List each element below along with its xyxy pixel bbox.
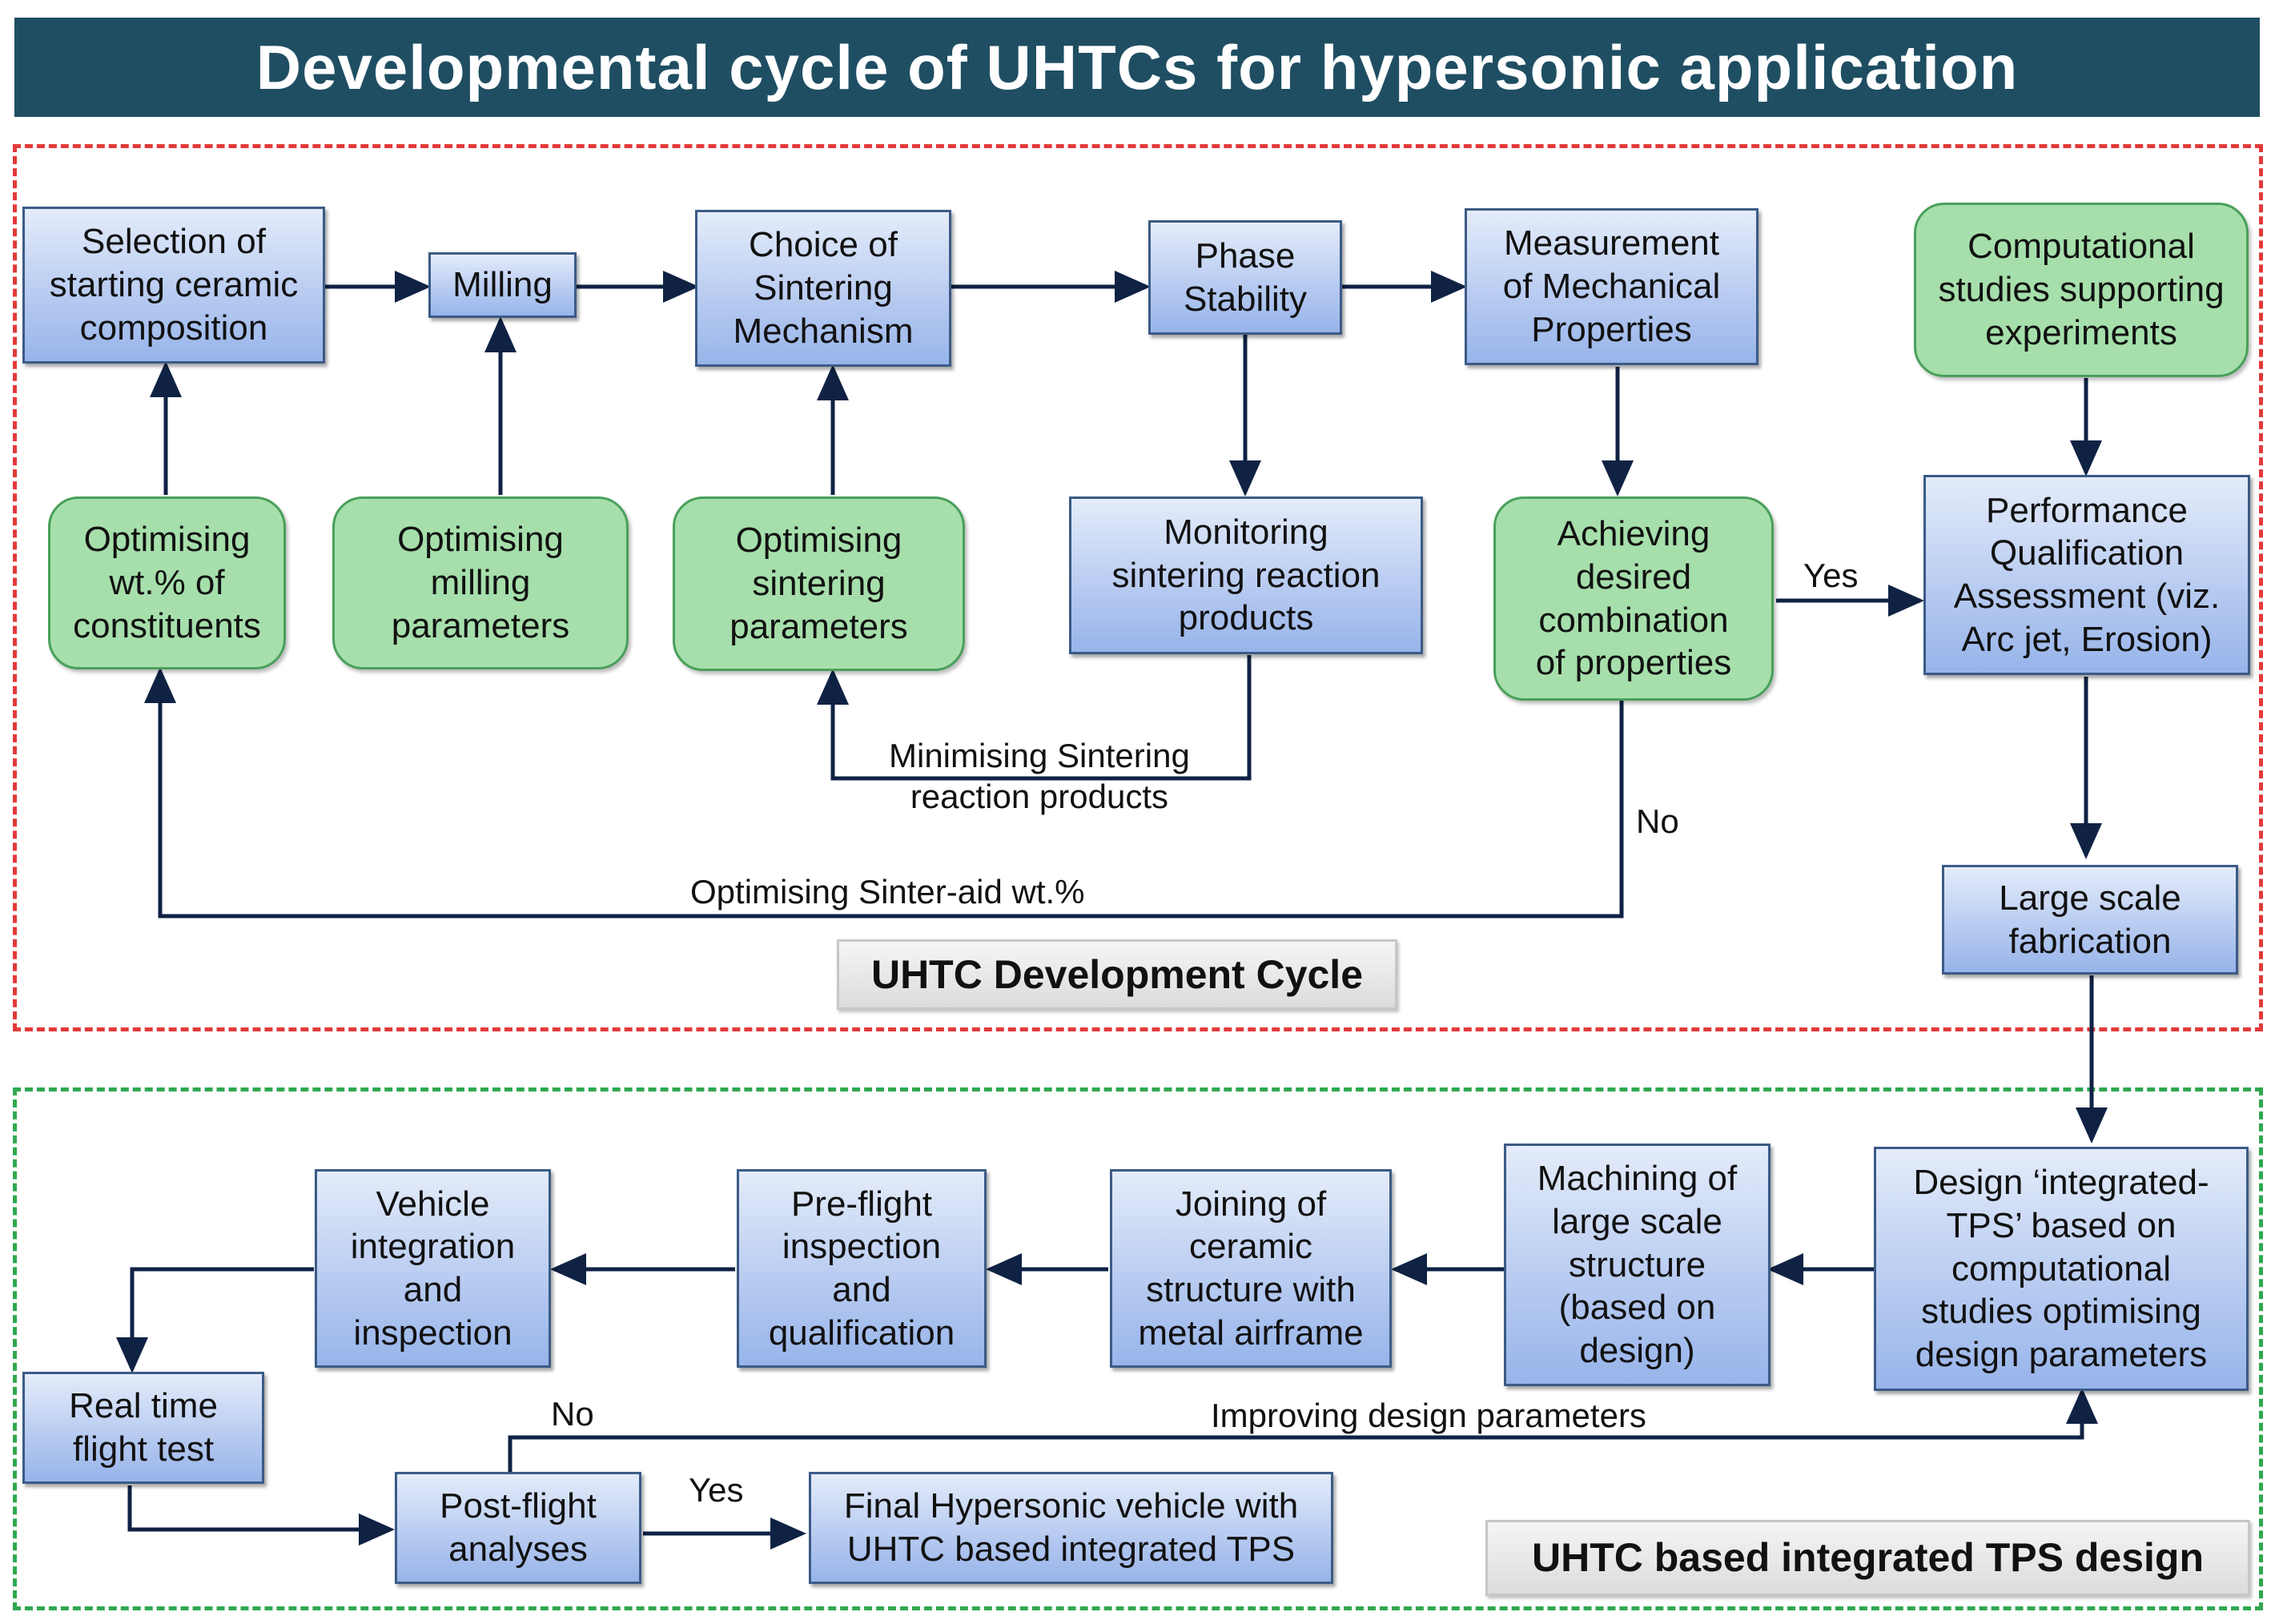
final-box: Final Hypersonic vehicle with UHTC based… bbox=[809, 1472, 1333, 1584]
joining-box: Joining of ceramic structure with metal … bbox=[1110, 1169, 1392, 1368]
minimising-label: Minimising Sintering reaction products bbox=[889, 737, 1190, 816]
loop-sinter-aid bbox=[144, 667, 1624, 919]
selection-box: Selection of starting ceramic compositio… bbox=[22, 207, 325, 364]
yes-label: Yes bbox=[1803, 557, 1859, 594]
choice-box: Choice of Sintering Mechanism bbox=[695, 210, 951, 367]
tps-no-label: No bbox=[551, 1395, 594, 1433]
tps-yes-label: Yes bbox=[689, 1471, 744, 1509]
tps-design-region bbox=[13, 1087, 2263, 1610]
computational-box: Computational studies supporting experim… bbox=[1914, 203, 2249, 377]
dev-cycle-region bbox=[13, 144, 2263, 1031]
loop-minimising-sintering bbox=[817, 655, 1252, 781]
opt-wt-box: Optimising wt.% of constituents bbox=[48, 496, 286, 669]
phase-box: Phase Stability bbox=[1148, 220, 1342, 335]
machining-box: Machining of large scale structure (base… bbox=[1504, 1144, 1771, 1386]
no-label: No bbox=[1636, 802, 1679, 840]
preflight-box: Pre-flight inspection and qualification bbox=[737, 1169, 987, 1368]
opt-sintering-box: Optimising sintering parameters bbox=[673, 496, 965, 671]
postflight-box: Post-flight analyses bbox=[395, 1472, 641, 1584]
tps-region-label: UHTC based integrated TPS design bbox=[1485, 1520, 2250, 1596]
opt-milling-box: Optimising milling parameters bbox=[332, 496, 629, 669]
vehicle-box: Vehicle integration and inspection bbox=[315, 1169, 551, 1368]
improving-label: Improving design parameters bbox=[1211, 1397, 1646, 1434]
realtime-box: Real time flight test bbox=[22, 1372, 264, 1484]
monitoring-box: Monitoring sintering reaction products bbox=[1069, 496, 1423, 654]
large-scale-box: Large scale fabrication bbox=[1942, 865, 2238, 975]
arrow-vehicle-to-realtime bbox=[116, 1267, 314, 1373]
loop-improving-design bbox=[508, 1388, 2098, 1472]
performance-box: Performance Qualification Assessment (vi… bbox=[1923, 475, 2250, 675]
achieving-box: Achieving desired combination of propert… bbox=[1493, 496, 1774, 701]
sinter-aid-label: Optimising Sinter-aid wt.% bbox=[690, 873, 1085, 910]
arrow-realtime-to-postflight bbox=[127, 1485, 395, 1546]
dev-region-label: UHTC Development Cycle bbox=[837, 939, 1397, 1010]
design-box: Design ‘integrated- TPS’ based on comput… bbox=[1874, 1147, 2249, 1391]
measurement-box: Measurement of Mechanical Properties bbox=[1465, 208, 1758, 365]
milling-box: Milling bbox=[428, 252, 577, 318]
page-title: Developmental cycle of UHTCs for hyperso… bbox=[14, 18, 2260, 117]
